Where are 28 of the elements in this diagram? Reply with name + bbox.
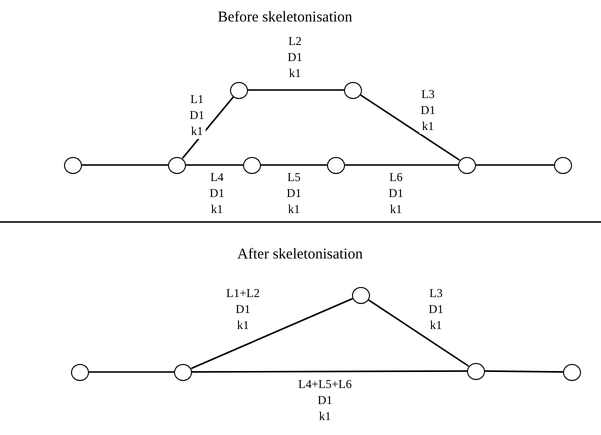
node-circle: [64, 156, 82, 174]
section-heading: After skeletonisation: [237, 246, 363, 264]
node-circle: [344, 82, 362, 98]
node-circle: [243, 156, 261, 174]
connector-line: [248, 89, 344, 91]
connector-line: [261, 164, 327, 166]
node-circle: [174, 364, 192, 380]
connector-line: [192, 370, 467, 373]
node-circle: [230, 82, 248, 98]
connector-line: [89, 371, 174, 373]
connector-line: [345, 164, 458, 166]
connector-line: [485, 370, 563, 373]
connector-line: [360, 94, 460, 161]
connector-line: [190, 298, 354, 370]
node-circle: [467, 362, 485, 380]
node-circle: [458, 156, 476, 174]
node-circle: [71, 364, 89, 380]
connector-line: [82, 164, 168, 166]
node-circle: [168, 156, 186, 174]
node-circle: [554, 156, 572, 174]
connector-line: [182, 96, 234, 159]
node-circle: [563, 364, 581, 380]
node-circle: [352, 286, 370, 304]
connector-line: [368, 299, 470, 367]
section-heading: Before skeletonisation: [218, 10, 352, 26]
connector-line: [476, 164, 554, 166]
connector-line: [186, 164, 243, 166]
node-circle: [327, 156, 345, 174]
